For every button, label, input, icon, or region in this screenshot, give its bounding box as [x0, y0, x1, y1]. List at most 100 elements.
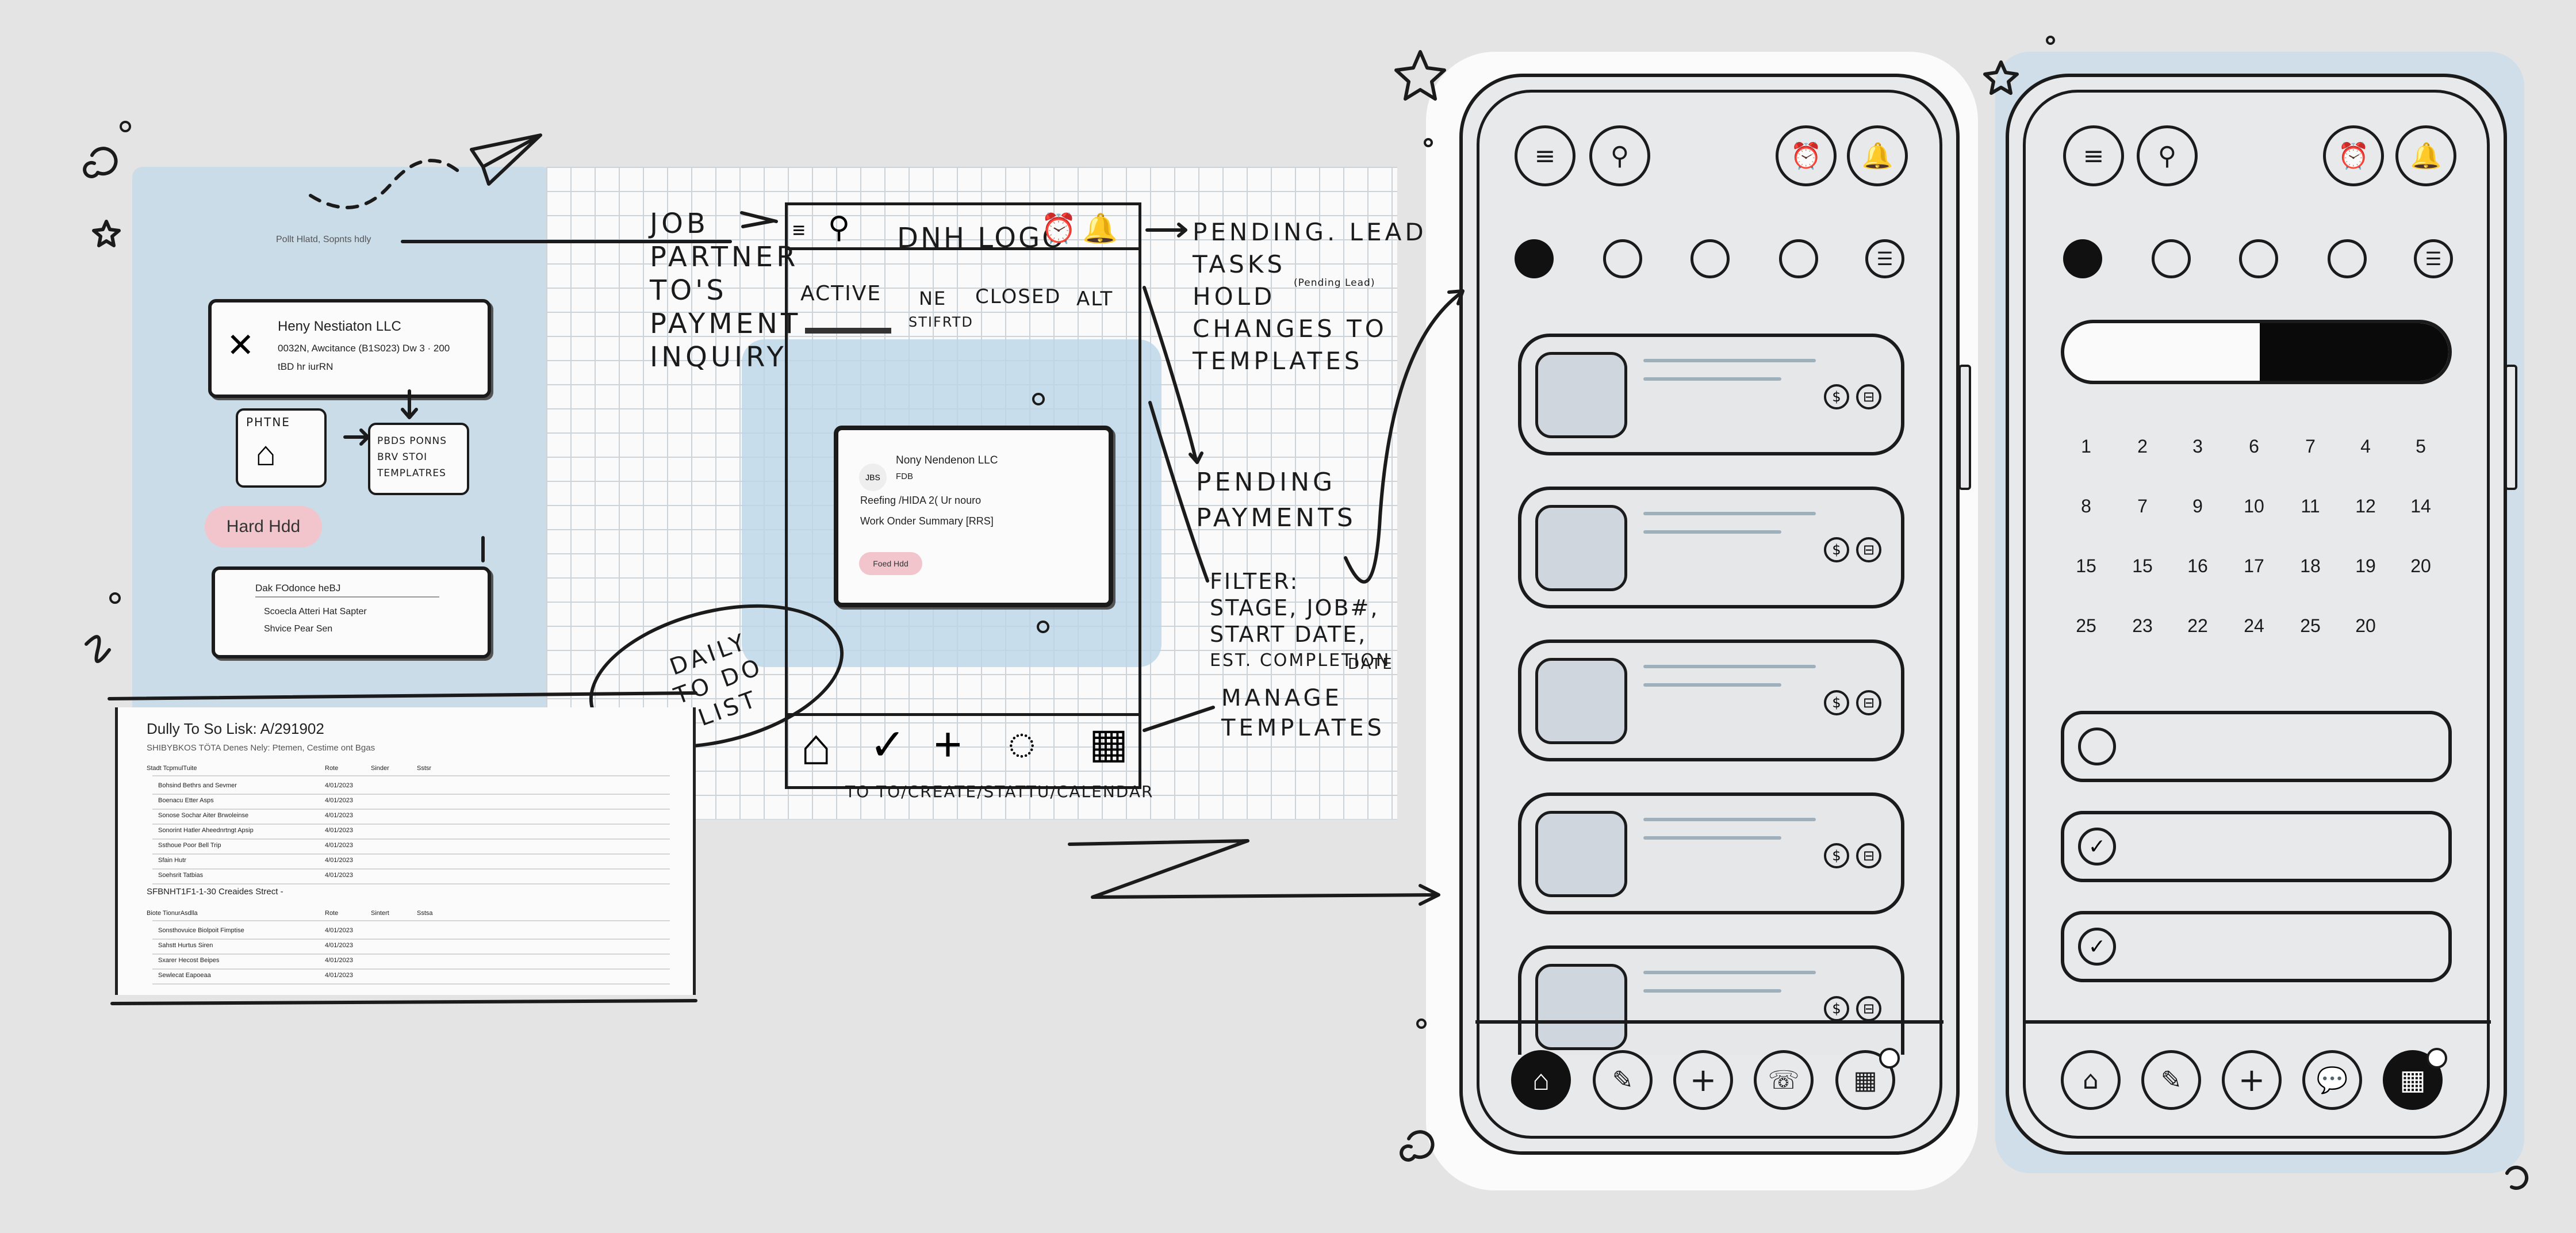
filter-dot-active[interactable] [2063, 239, 2102, 278]
filter-dot[interactable] [1603, 239, 1642, 278]
arrow [1148, 401, 1209, 583]
calendar-icon[interactable]: ▦ [1835, 1050, 1895, 1110]
alarm-icon[interactable]: ⏰ [2323, 125, 2384, 186]
toggle-active-half[interactable] [2260, 323, 2448, 381]
calendar-day[interactable]: 20 [2410, 556, 2431, 576]
menu-icon[interactable]: ≡ [1515, 125, 1575, 186]
calendar-day[interactable]: 8 [2081, 496, 2091, 516]
phone-icon[interactable]: ☏ [1754, 1050, 1814, 1110]
calendar-day[interactable]: 9 [2192, 496, 2203, 516]
task-row[interactable]: ✓ [2061, 911, 2452, 982]
calendar-day[interactable]: 15 [2076, 556, 2096, 576]
calendar-day[interactable]: 5 [2416, 436, 2426, 457]
calendar-day[interactable]: 3 [2192, 436, 2203, 457]
ring-icon[interactable]: ◌ [1007, 716, 1036, 770]
bell-icon[interactable]: 🔔 [1847, 125, 1908, 186]
calendar-day[interactable]: 14 [2410, 496, 2431, 516]
calendar-day[interactable]: 19 [2355, 556, 2376, 576]
calendar-day[interactable]: 24 [2244, 615, 2264, 636]
filter-icon[interactable]: ☰ [2414, 239, 2453, 278]
star-icon [1983, 60, 2019, 95]
home-icon[interactable]: ⌂ [1511, 1050, 1571, 1110]
job-card[interactable]: $⊟ [1518, 945, 1904, 1055]
check-icon[interactable]: ✓ [2078, 928, 2116, 966]
calendar-day[interactable]: 22 [2187, 615, 2208, 636]
calendar-day[interactable]: 2 [2137, 436, 2148, 457]
calendar-day[interactable]: 25 [2300, 615, 2321, 636]
calendar-day[interactable]: 17 [2244, 556, 2264, 576]
dollar-icon[interactable]: $ [1824, 843, 1849, 868]
calendar-day[interactable]: 11 [2301, 496, 2320, 516]
empty-checkbox[interactable] [2078, 727, 2116, 765]
check-icon[interactable]: ✓ [869, 721, 906, 769]
col-date: Rote [325, 765, 339, 772]
home-icon[interactable]: ⌂ [800, 718, 832, 776]
tab-new[interactable]: NE [919, 288, 947, 309]
calendar-day[interactable]: 18 [2300, 556, 2321, 576]
calendar-day[interactable]: 25 [2076, 615, 2096, 636]
bell-icon[interactable]: 🔔 [2395, 125, 2456, 186]
hold-button[interactable]: Hard Hdd [205, 506, 322, 547]
note-icon[interactable]: ⊟ [1856, 690, 1881, 715]
filter-dot[interactable] [2239, 239, 2278, 278]
calendar-day[interactable]: 6 [2249, 436, 2259, 457]
arrow [1344, 289, 1465, 584]
dollar-icon[interactable]: $ [1824, 384, 1849, 409]
tab-alt[interactable]: ALT [1076, 288, 1114, 311]
dollar-icon[interactable]: $ [1824, 690, 1849, 715]
calendar-day[interactable]: 4 [2360, 436, 2371, 457]
calendar-icon[interactable]: ▦ [2383, 1050, 2443, 1110]
task-row[interactable]: ✓ [2061, 811, 2452, 882]
calendar-day[interactable]: 15 [2132, 556, 2153, 576]
tab-closed[interactable]: CLOSED [975, 285, 1061, 308]
plus-icon[interactable]: + [1673, 1050, 1733, 1110]
menu-icon[interactable]: ≡ [792, 219, 806, 243]
filter-dot[interactable] [1779, 239, 1818, 278]
edit-icon[interactable]: ✎ [1593, 1050, 1653, 1110]
note-icon[interactable]: ⊟ [1856, 537, 1881, 562]
filter-dot[interactable] [1690, 239, 1730, 278]
check-icon[interactable]: ✓ [2078, 828, 2116, 866]
filter-dot[interactable] [2328, 239, 2367, 278]
filter-icon[interactable]: ☰ [1865, 239, 1904, 278]
calendar-day[interactable]: 1 [2081, 436, 2091, 457]
task-row[interactable] [2061, 711, 2452, 782]
plus-icon[interactable]: + [934, 717, 963, 771]
edit-icon[interactable]: ✎ [2141, 1050, 2201, 1110]
plus-icon[interactable]: + [2222, 1050, 2282, 1110]
search-icon[interactable]: ⚲ [828, 211, 850, 244]
wireframe-card[interactable]: JBS Nony Nendenon LLC FDB Reefing /HIDA … [834, 426, 1113, 607]
calendar-day[interactable]: 20 [2355, 615, 2376, 636]
list-box[interactable]: Dak FOdonce heBJ Scoecla Atteri Hat Sapt… [212, 566, 491, 658]
note-icon[interactable]: ⊟ [1856, 384, 1881, 409]
dollar-icon[interactable]: $ [1824, 537, 1849, 562]
calendar-day[interactable]: 7 [2305, 436, 2316, 457]
card-hold-button[interactable]: Foed Hdd [859, 552, 922, 575]
note-icon[interactable]: ⊟ [1856, 843, 1881, 868]
calendar-day[interactable]: 16 [2187, 556, 2208, 576]
calendar-day[interactable]: 10 [2244, 496, 2264, 516]
home-icon[interactable]: ⌂ [2061, 1050, 2121, 1110]
job-card[interactable]: $⊟ [1518, 792, 1904, 914]
search-icon[interactable]: ⚲ [2137, 125, 2198, 186]
alarm-icon[interactable]: ⏰ [1041, 212, 1077, 244]
tab-active[interactable]: ACTIVE [800, 282, 882, 305]
company-card[interactable]: ✕ Heny Nestiaton LLC 0032N, Awcitance (B… [208, 299, 491, 398]
chat-icon[interactable]: 💬 [2302, 1050, 2362, 1110]
doc-rule [152, 838, 670, 840]
filter-dot-active[interactable] [1515, 239, 1554, 278]
view-toggle[interactable] [2061, 320, 2452, 384]
job-card[interactable]: $⊟ [1518, 487, 1904, 608]
filter-dot[interactable] [2152, 239, 2191, 278]
grid-icon[interactable]: ▦ [1089, 721, 1129, 767]
menu-icon[interactable]: ≡ [2063, 125, 2124, 186]
job-card[interactable]: $⊟ [1518, 640, 1904, 761]
bell-icon[interactable]: 🔔 [1082, 212, 1118, 244]
alarm-icon[interactable]: ⏰ [1776, 125, 1837, 186]
search-icon[interactable]: ⚲ [1589, 125, 1650, 186]
calendar-day[interactable]: 12 [2355, 496, 2376, 516]
job-card[interactable]: $⊟ [1518, 334, 1904, 455]
calendar-day[interactable]: 23 [2132, 615, 2153, 636]
calendar-day[interactable]: 7 [2137, 496, 2148, 516]
doc-row-task: Bohsind Bethrs and Sevmer [158, 782, 237, 789]
